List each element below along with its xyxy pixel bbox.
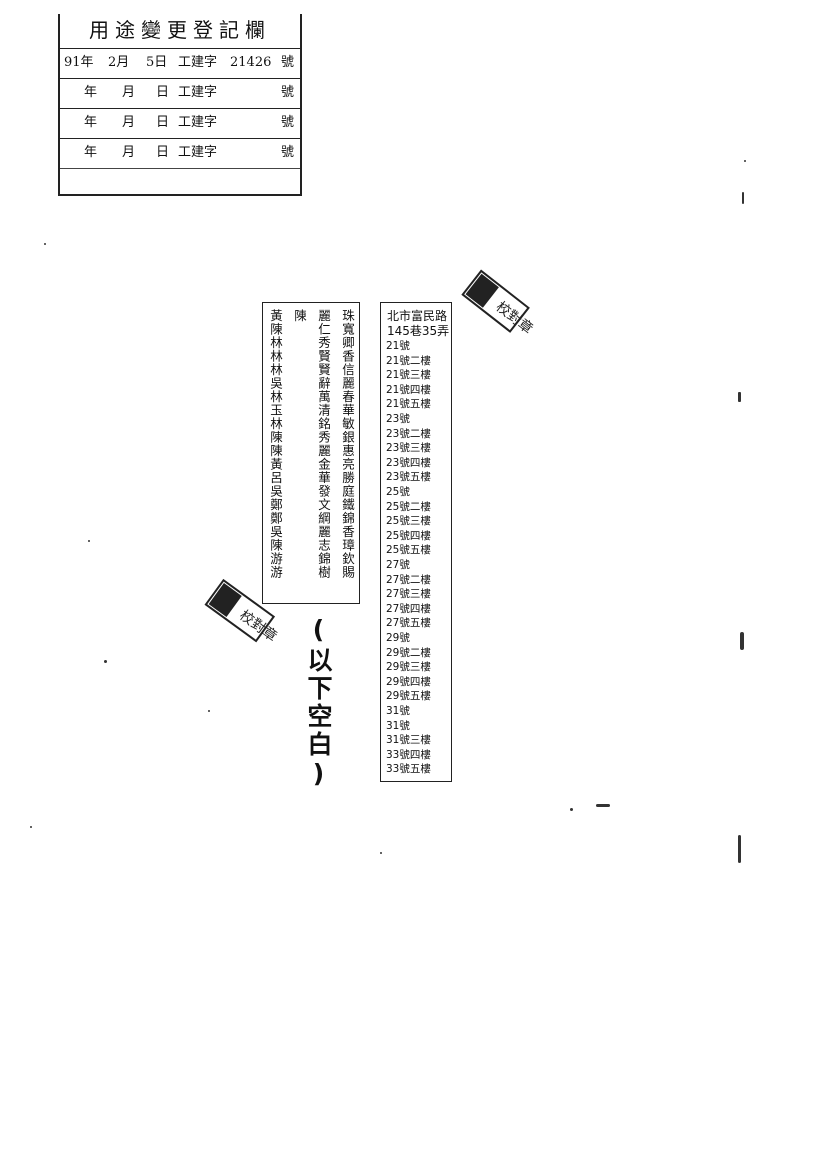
registry-row: 年 月 日 工建字 號 bbox=[60, 108, 300, 136]
registry-suffix: 號 bbox=[280, 145, 294, 160]
scan-speck bbox=[596, 804, 610, 807]
owners-box: 珠寬卿香信麗春華敏銀惠亮勝庭鐵錦香璋欽賜 麗仁秀賢賢辭萬清銘秀麗金華發文綱麗志錦… bbox=[262, 302, 360, 604]
address-line: 27號二樓 bbox=[386, 573, 431, 586]
address-lane: 145巷35弄 bbox=[387, 324, 450, 338]
scan-speck bbox=[44, 243, 46, 245]
scan-speck bbox=[88, 540, 90, 542]
address-line: 21號 bbox=[386, 340, 410, 352]
address-line: 27號三樓 bbox=[386, 588, 431, 601]
address-line: 33號五樓 bbox=[386, 763, 431, 776]
registry-day: 日 bbox=[156, 85, 170, 100]
registry-year: 91年 bbox=[64, 55, 94, 70]
owner-names-column: 珠寬卿香信麗春華敏銀惠亮勝庭鐵錦香璋欽賜 bbox=[340, 309, 355, 579]
address-line: 27號五樓 bbox=[386, 617, 431, 630]
registry-number: 21426 bbox=[230, 55, 272, 70]
registry-ref: 工建字 bbox=[178, 145, 218, 160]
scan-speck bbox=[208, 710, 210, 712]
registry-month: 月 bbox=[122, 115, 136, 130]
address-line: 25號 bbox=[386, 486, 410, 498]
address-line: 21號二樓 bbox=[386, 354, 431, 367]
address-line: 23號三樓 bbox=[386, 442, 431, 455]
scan-speck bbox=[744, 160, 746, 162]
address-line: 31號三樓 bbox=[386, 734, 431, 747]
address-line: 23號二樓 bbox=[386, 427, 431, 440]
registry-ref: 工建字 bbox=[178, 55, 218, 70]
address-line: 21號五樓 bbox=[386, 398, 431, 411]
address-line: 29號四樓 bbox=[386, 675, 431, 688]
registry-ref: 工建字 bbox=[178, 115, 218, 130]
address-line: 23號 bbox=[386, 413, 410, 425]
registry-year: 年 bbox=[84, 115, 98, 130]
scan-mark bbox=[742, 192, 744, 204]
scan-speck bbox=[380, 852, 382, 854]
address-line: 29號二樓 bbox=[386, 646, 431, 659]
scan-mark bbox=[738, 392, 741, 402]
registry-year: 年 bbox=[84, 145, 98, 160]
address-street: 北市富民路 bbox=[387, 309, 448, 323]
address-line: 31號 bbox=[386, 719, 410, 732]
address-line: 23號四樓 bbox=[386, 456, 431, 469]
owner-names-column: 麗仁秀賢賢辭萬清銘秀麗金華發文綱麗志錦樹 bbox=[316, 309, 331, 579]
address-line: 27號四樓 bbox=[386, 602, 431, 615]
registry-month: 月 bbox=[122, 145, 136, 160]
address-line: 29號三樓 bbox=[386, 661, 431, 674]
registry-year: 年 bbox=[84, 85, 98, 100]
registry-suffix: 號 bbox=[280, 115, 294, 130]
registry-month: 2月 bbox=[108, 55, 130, 70]
registry-row: 年 月 日 工建字 號 bbox=[60, 78, 300, 106]
blank-note: (以下空白) bbox=[304, 615, 333, 791]
scan-mark bbox=[738, 835, 741, 863]
registry-row-empty bbox=[60, 168, 300, 196]
registry-day: 5日 bbox=[146, 55, 168, 70]
scan-speck bbox=[30, 826, 32, 828]
registry-day: 日 bbox=[156, 145, 170, 160]
registry-month: 月 bbox=[122, 85, 136, 100]
registry-day: 日 bbox=[156, 115, 170, 130]
stamp-text: 校對章 bbox=[493, 298, 535, 337]
address-line: 29號 bbox=[386, 632, 410, 644]
address-line: 25號三樓 bbox=[386, 515, 431, 528]
registry-suffix: 號 bbox=[280, 55, 294, 70]
address-line: 21號四樓 bbox=[386, 383, 431, 396]
stamp-seal-icon: 校對章 bbox=[461, 269, 535, 337]
address-line: 33號四樓 bbox=[386, 748, 431, 761]
scan-mark bbox=[740, 632, 744, 650]
owner-names-column: 陳 bbox=[292, 309, 307, 323]
registry-ref: 工建字 bbox=[178, 85, 218, 100]
owner-surnames-column: 黃陳林林林吳林玉林陳陳黃呂吳鄭鄭吳陳游游 bbox=[268, 309, 283, 579]
scan-speck bbox=[104, 660, 107, 663]
address-line: 31號 bbox=[386, 705, 410, 717]
registry-row: 91年 2月 5日 工建字 21426 號 bbox=[60, 48, 300, 76]
address-line: 29號五樓 bbox=[386, 690, 431, 703]
registry-suffix: 號 bbox=[280, 85, 294, 100]
registry-box: 用途變更登記欄 91年 2月 5日 工建字 21426 號 年 月 日 工建字 … bbox=[58, 14, 302, 196]
address-line: 25號四樓 bbox=[386, 529, 431, 542]
registry-title: 用途變更登記欄 bbox=[89, 18, 271, 42]
address-line: 25號二樓 bbox=[386, 500, 431, 513]
registry-row: 年 月 日 工建字 號 bbox=[60, 138, 300, 166]
address-line: 21號三樓 bbox=[386, 369, 431, 382]
stamp-seal-icon: 校對章 bbox=[204, 578, 280, 645]
scan-speck bbox=[570, 808, 573, 811]
address-line: 27號 bbox=[386, 559, 410, 571]
address-line: 23號五樓 bbox=[386, 471, 431, 484]
address-line: 25號五樓 bbox=[386, 544, 431, 557]
